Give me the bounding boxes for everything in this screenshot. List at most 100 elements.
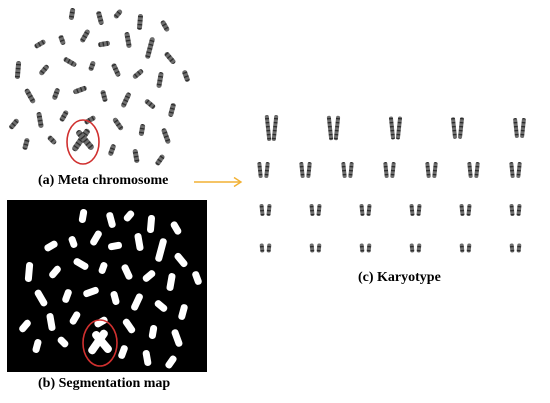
segmented-chromosome <box>32 339 42 353</box>
karyotype-chromosome <box>257 162 263 178</box>
meta-chromosome <box>164 51 176 65</box>
meta-chromosome <box>73 85 87 95</box>
karyotype-panel <box>248 110 543 265</box>
highlight-circle <box>66 119 100 165</box>
karyotype-chromosome <box>458 117 464 139</box>
segmented-chromosome <box>170 221 182 235</box>
overlap-chromosome <box>72 128 90 152</box>
karyotype-chromosome <box>341 162 347 178</box>
karyotype-chromosome <box>316 204 322 216</box>
segmented-chromosome <box>108 241 122 251</box>
karyotype-image <box>257 115 526 253</box>
segmented-chromosome <box>118 345 128 359</box>
segmented-chromosome <box>57 336 69 348</box>
segmentation-map-caption: (b) Segmentation map <box>38 376 171 391</box>
karyotype-caption: (c) Karyotype <box>358 270 441 285</box>
segmented-chromosome <box>68 236 78 248</box>
karyotype-chromosome <box>509 243 515 253</box>
arrow-connector <box>194 176 243 188</box>
meta-chromosome <box>22 138 30 150</box>
segmented-chromosome <box>44 240 58 252</box>
meta-chromosome <box>161 128 171 144</box>
karyotype-chromosome <box>509 204 515 216</box>
segmented-chromosome <box>155 238 167 262</box>
meta-chromosome <box>34 39 46 49</box>
karyotype-chromosome <box>366 204 372 216</box>
karyotype-chromosome <box>520 118 526 138</box>
karyotype-chromosome <box>459 204 465 216</box>
segmented-chromosome <box>174 252 188 268</box>
meta-chromosome <box>137 14 143 30</box>
meta-chromosome <box>168 103 176 117</box>
karyotype-chromosome <box>409 204 415 216</box>
meta-chromosome <box>63 57 77 67</box>
karyotype-chromosome <box>383 162 389 178</box>
meta-chromosome <box>156 72 164 88</box>
karyotype-chromosome <box>309 243 315 253</box>
meta-chromosome-image <box>9 8 190 166</box>
segmented-chromosome <box>73 258 89 270</box>
segmented-chromosome <box>131 293 143 311</box>
karyotype-chromosome <box>509 162 515 178</box>
karyotype-chromosome <box>359 243 365 253</box>
meta-chromosome-caption: (a) Meta chromosome <box>38 173 169 188</box>
karyotype-chromosome <box>266 204 272 216</box>
segmented-chromosome <box>98 262 108 274</box>
segmented-chromosome <box>106 212 116 228</box>
meta-chromosome <box>58 35 66 45</box>
meta-chromosome-panel <box>0 0 200 170</box>
karyotype-chromosome <box>416 243 422 253</box>
karyotype-chromosome <box>316 243 322 253</box>
segmented-chromosome <box>146 214 156 234</box>
segmented-chromosome <box>19 319 31 333</box>
segmented-chromosome <box>171 329 183 347</box>
segmented-chromosome <box>142 350 152 366</box>
karyotype-chromosome <box>388 116 396 140</box>
karyotype-chromosome <box>516 243 522 253</box>
meta-chromosome <box>88 61 96 71</box>
karyotype-chromosome <box>466 204 472 216</box>
karyotype-chromosome <box>459 243 465 253</box>
karyotype-chromosome <box>264 162 270 178</box>
meta-chromosome <box>14 61 22 79</box>
karyotype-chromosome <box>409 243 415 253</box>
segmented-chromosome <box>148 325 158 339</box>
karyotype-chromosome <box>516 162 522 178</box>
karyotype-chromosome <box>390 162 396 178</box>
karyotype-chromosome <box>395 116 403 140</box>
meta-chromosome <box>112 117 124 131</box>
meta-chromosome <box>98 40 110 48</box>
segmented-chromosome <box>122 318 136 334</box>
meta-chromosome <box>100 90 108 102</box>
meta-chromosome <box>80 29 90 43</box>
karyotype-chromosome <box>516 204 522 216</box>
segmented-chromosome <box>78 209 88 223</box>
karyotype-chromosome <box>259 204 265 216</box>
segmented-chromosome <box>166 273 176 291</box>
meta-chromosome <box>52 88 60 100</box>
meta-chromosome <box>68 8 76 20</box>
segmented-chromosome <box>165 355 177 369</box>
karyotype-chromosome <box>259 243 265 253</box>
segmented-chromosome <box>123 210 135 222</box>
karyotype-chromosome <box>432 162 438 178</box>
karyotype-chromosome <box>451 117 457 139</box>
meta-chromosome <box>145 37 155 59</box>
segmented-chromosome <box>49 265 61 279</box>
overlap-chromosome <box>76 129 94 151</box>
meta-chromosome <box>36 112 44 128</box>
meta-chromosome <box>39 64 49 76</box>
meta-chromosome <box>155 154 165 166</box>
segmented-overlap <box>92 330 112 354</box>
meta-chromosome <box>111 63 121 77</box>
segmented-chromosome <box>134 233 144 251</box>
meta-chromosome <box>160 20 170 32</box>
karyotype-chromosome <box>474 162 480 178</box>
segmented-chromosome <box>69 311 81 325</box>
segmented-chromosome <box>34 289 48 307</box>
karyotype-chromosome <box>425 162 431 178</box>
segmented-chromosome <box>110 291 120 305</box>
meta-chromosome <box>144 99 156 109</box>
karyotype-chromosome <box>271 115 279 141</box>
karyotype-chromosome <box>309 204 315 216</box>
